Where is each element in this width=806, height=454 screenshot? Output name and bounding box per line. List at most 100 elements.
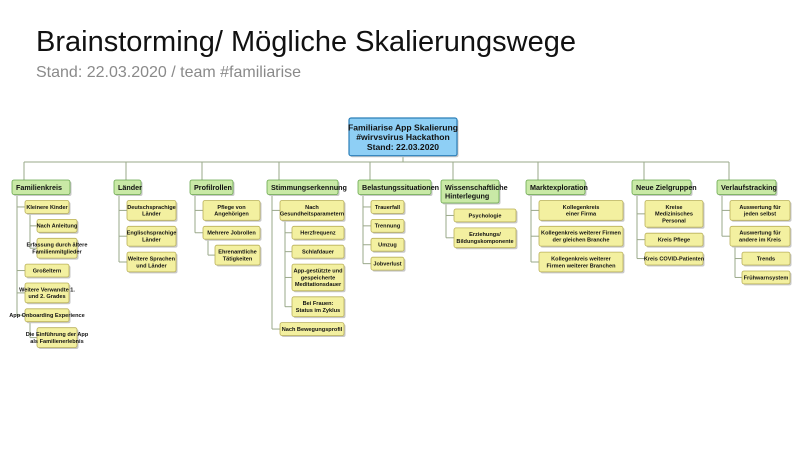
category-profilrollen: Profilrollen xyxy=(189,179,235,196)
node-label-line: Erziehungs/ xyxy=(469,232,501,238)
node-label-line: Belastungssituationen xyxy=(362,183,439,192)
leaf-trennung: Trennung xyxy=(370,218,406,234)
node-label-line: gespeicherte xyxy=(301,275,336,281)
node-box xyxy=(24,200,70,214)
node-label-line: Trennung xyxy=(375,224,401,230)
node-label-line: #wirvsvirus Hackathon xyxy=(356,132,450,142)
node-box xyxy=(202,225,261,240)
node-label-line: Status im Zyklus xyxy=(296,308,340,314)
node-box xyxy=(36,237,78,259)
node-box xyxy=(644,200,704,228)
node-label-line: Englischsprachige xyxy=(127,231,177,237)
leaf-trends: Trends xyxy=(741,251,792,267)
node-label-line: Gesundheitsparametern xyxy=(280,212,345,218)
node-box xyxy=(279,200,345,221)
category-familienkreis: Familienkreis xyxy=(11,179,72,196)
leaf-fruehwarnsystem: Frühwarnsystem xyxy=(741,270,792,286)
node-box xyxy=(741,251,791,266)
node-label-line: Bei Frauen: xyxy=(303,301,334,307)
node-label-line: und Länder xyxy=(136,263,167,269)
leaf-erziehungs-bildungskomponente: Erziehungs/Bildungskomponente xyxy=(453,227,518,250)
node-box xyxy=(453,227,517,249)
node-label-line: Auswertung für xyxy=(739,205,781,211)
node-label-line: Stimmungserkennung xyxy=(271,183,347,192)
node-box xyxy=(370,256,405,271)
root-node: Familiarise App Skalierung#wirvsvirus Ha… xyxy=(348,117,459,158)
node-box xyxy=(126,200,177,221)
leaf-umzug: Umzug xyxy=(370,237,406,253)
node-box xyxy=(716,179,777,195)
category-verlaufstracking: Verlaufstracking xyxy=(716,179,778,196)
node-box xyxy=(370,218,405,233)
node-box xyxy=(370,237,405,252)
node-box xyxy=(24,263,70,278)
node-box xyxy=(538,225,624,247)
node-label-line: Firmen weiterer Branchen xyxy=(546,263,616,269)
node-label-line: Psychologie xyxy=(469,213,502,219)
node-box xyxy=(525,179,586,195)
node-label-line: Länder xyxy=(142,212,161,218)
leaf-bei-frauen-status-im-zyklus: Bei Frauen:Status im Zyklus xyxy=(291,296,346,319)
leaf-trauerfall: Trauerfall xyxy=(370,200,406,215)
node-box xyxy=(538,200,624,221)
node-box xyxy=(644,232,704,247)
node-box xyxy=(202,200,261,221)
category-stimmungserkennung: Stimmungserkennung xyxy=(266,179,347,196)
leaf-grosseltern: Großeltern xyxy=(24,263,71,279)
category-belastungssituationen: Belastungssituationen xyxy=(357,179,439,196)
node-box xyxy=(36,218,78,233)
node-label-line: Auswertung für xyxy=(739,231,781,237)
node-label-line: Pflege von xyxy=(217,205,246,211)
node-box xyxy=(24,282,70,304)
node-label-line: Verlaufstracking xyxy=(721,183,777,192)
node-label-line: andere im Kreis xyxy=(739,238,781,244)
node-label-line: Jobverlust xyxy=(373,262,401,268)
node-label-line: und 2. Grades xyxy=(28,294,65,300)
node-label-line: Personal xyxy=(662,219,686,225)
node-label-line: Marktexploration xyxy=(530,183,588,192)
node-label-line: Neue Zielgruppen xyxy=(636,183,697,192)
node-label-line: Profilrollen xyxy=(194,183,232,192)
node-label-line: jeden selbst xyxy=(743,212,776,218)
slide-title: Brainstorming/ Mögliche Skalierungswege xyxy=(36,26,576,58)
node-label-line: Kreise xyxy=(665,205,682,211)
node-label-line: Umzug xyxy=(378,243,397,249)
node-label-line: Länder xyxy=(118,183,142,192)
node-box xyxy=(291,244,345,259)
node-label-line: Meditationsdauer xyxy=(295,282,342,288)
node-label-line: App Onboarding Experience xyxy=(9,313,85,319)
node-label-line: Kollegenkreis xyxy=(563,205,600,211)
node-box xyxy=(741,270,791,285)
leaf-kleinere-kinder: Kleinere Kinder xyxy=(24,200,71,215)
node-label-line: Nach xyxy=(305,205,319,211)
node-label-line: Großeltern xyxy=(33,268,62,274)
node-label-line: Herzfrequenz xyxy=(300,231,336,237)
node-box xyxy=(453,208,517,223)
node-box xyxy=(348,117,458,157)
node-box xyxy=(370,200,405,214)
node-label-line: Kollegenkreis weiterer Firmen xyxy=(541,231,621,237)
node-label-line: Nach Anleitung xyxy=(37,224,78,230)
node-box xyxy=(24,308,70,323)
leaf-app-onboarding-experience: App Onboarding Experience xyxy=(9,308,85,324)
leaf-nach-bewegungsprofil: Nach Bewegungsprofil xyxy=(279,322,346,337)
node-label-line: Stand: 22.03.2020 xyxy=(367,142,439,152)
node-box xyxy=(36,327,78,348)
node-label-line: Deutschsprachige xyxy=(127,205,176,211)
node-label-line: Schlafdauer xyxy=(302,250,335,256)
node-label-line: Kreis Pflege xyxy=(658,238,690,244)
node-label-line: Kollegenkreis weiterer xyxy=(551,256,612,262)
node-box xyxy=(538,251,624,273)
node-label-line: Wissenschaftliche xyxy=(445,183,508,192)
node-label-line: Familiarise App Skalierung xyxy=(348,122,458,132)
leaf-schlafdauer: Schlafdauer xyxy=(291,244,346,260)
